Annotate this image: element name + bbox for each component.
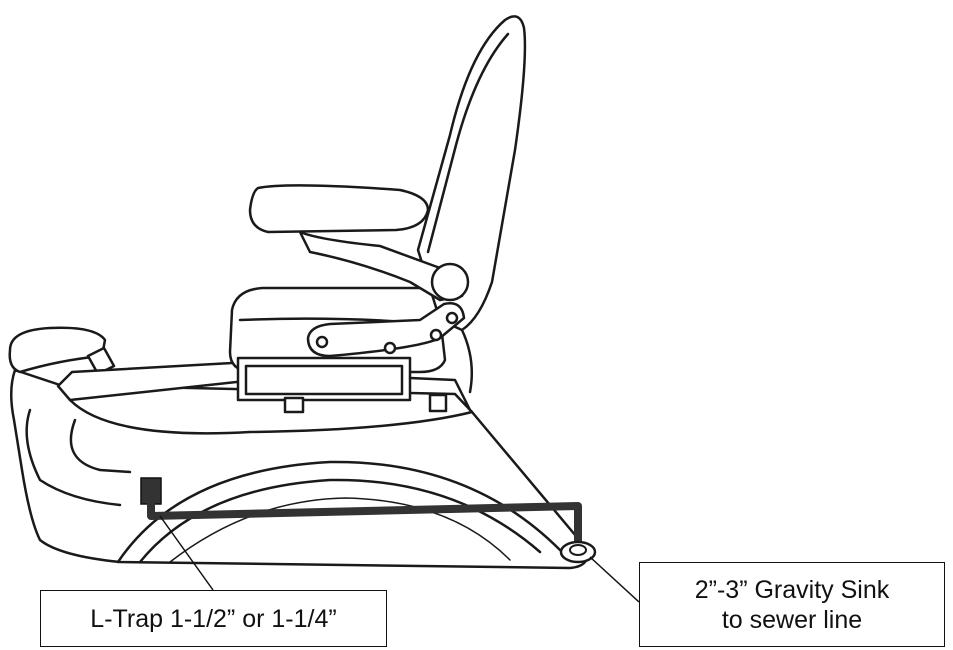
gravity-sink-callout: 2”-3” Gravity Sink to sewer line [639,562,945,647]
armrest-pad [248,184,430,234]
bracket-bolt [383,341,397,355]
under-seat-box-inner [244,364,404,396]
armrest-arm [298,230,464,302]
bracket-bolt [315,335,329,349]
bracket-bolt [445,311,459,325]
l-trap-pipe [147,500,582,548]
backrest [416,15,527,332]
drain-plumbing [140,477,597,564]
ltrap-label: L-Trap 1-1/2” or 1-1/4” [90,604,337,633]
bracket-bolt [429,328,443,342]
sink-leader-line [589,556,640,603]
sink-label-line2: to sewer line [721,605,863,634]
sink-label-line1: 2”-3” Gravity Sink [694,575,890,604]
armrest-knuckle [430,262,470,302]
ltrap-leader-line [159,515,214,591]
footrest [8,326,107,374]
base-side-panel [25,408,122,507]
footrest-strap [86,346,116,376]
basin-front [68,398,474,435]
ltrap-callout: L-Trap 1-1/2” or 1-1/4” [40,590,387,647]
gravity-sink-drain [559,540,597,564]
